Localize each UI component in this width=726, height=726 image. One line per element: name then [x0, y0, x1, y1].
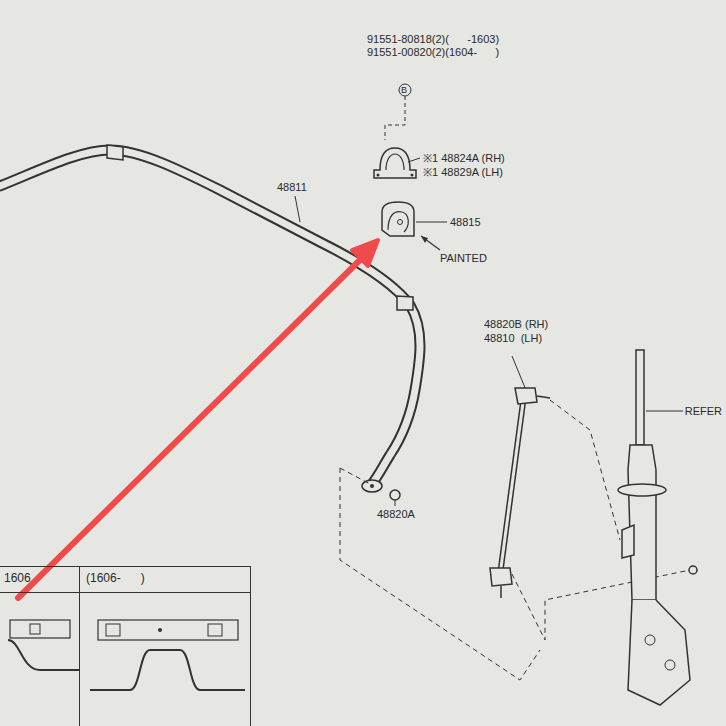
part-number: 91551-00820(2)(1604- ): [367, 46, 499, 59]
panel-rule: [0, 592, 79, 593]
part-number: 48815: [450, 216, 481, 229]
part-number: REFER: [685, 405, 722, 418]
part-number: 91551-80818(2)( -1603): [367, 33, 499, 46]
part-number: ※1 48829A (LH): [423, 166, 503, 179]
panel-heading: 1606: [0, 567, 79, 589]
table-panel: (1606- ): [79, 566, 251, 726]
panel-rule: [80, 592, 250, 593]
part-number: PAINTED: [440, 252, 487, 265]
part-number: B: [401, 84, 407, 97]
table-panel: 1606: [0, 566, 80, 726]
part-number: ※1 48824A (RH): [423, 152, 505, 165]
panel-heading: (1606- ): [80, 567, 250, 589]
part-number: 48820B (RH): [484, 318, 548, 331]
part-number: 48811: [277, 181, 307, 194]
part-number: 48820A: [377, 508, 415, 521]
part-number: 48810 (LH): [484, 332, 542, 345]
